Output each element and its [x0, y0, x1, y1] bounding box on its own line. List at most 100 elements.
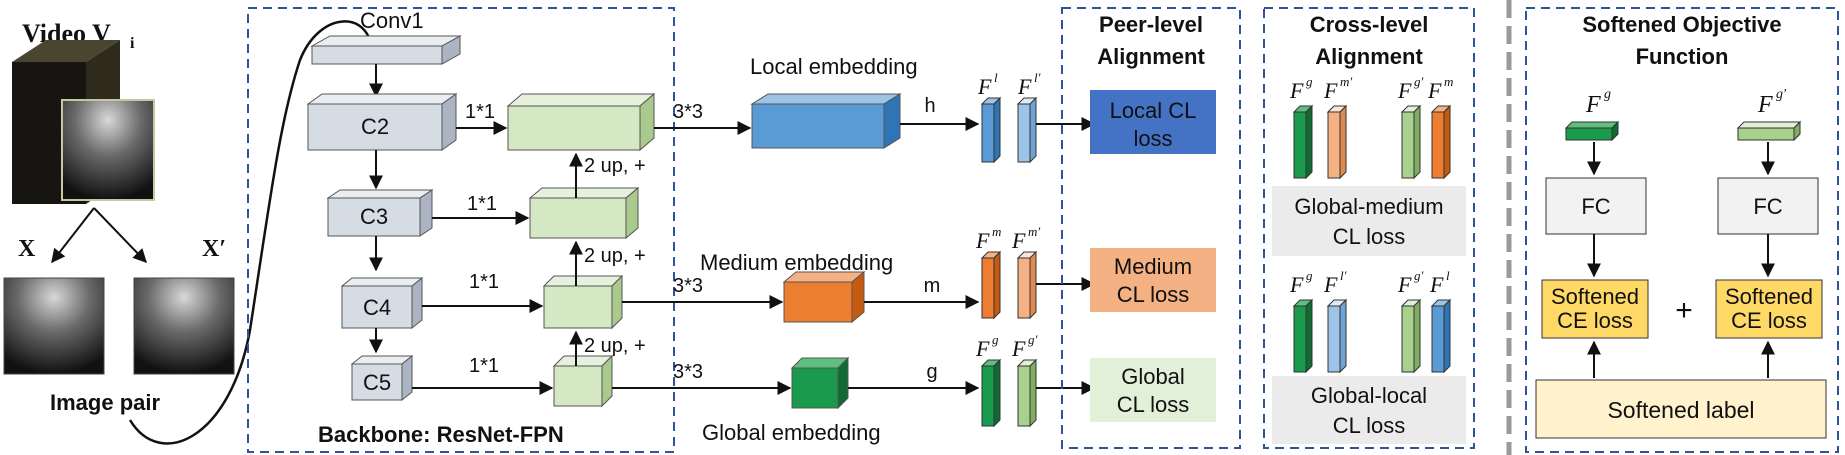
gl-bar-fg-prime: [1400, 298, 1422, 374]
gm-loss-line-1: Global-medium: [1294, 194, 1443, 219]
bar-f-g: [980, 358, 1002, 428]
fc-left-box: [1545, 177, 1647, 235]
sof-fg-prime-symbol: F: [1757, 92, 1773, 118]
gl-fg-symbol: F: [1289, 272, 1304, 297]
input-to-backbone-arrow: [128, 20, 380, 445]
conv-label-global: 3*3: [673, 361, 703, 383]
lateral-label-c5: 1*1: [469, 355, 499, 377]
gm-fm-prime-sup: m′: [1340, 74, 1352, 89]
feature-bars: F l F l′ F m F m′ F: [975, 70, 1096, 428]
local-loss-line-1: Local CL: [1110, 98, 1197, 123]
gm-fg-symbol: F: [1289, 78, 1304, 103]
f-g-prime-symbol: F: [1011, 336, 1026, 361]
video-subscript: i: [130, 35, 135, 52]
fc-left-label: FC: [1581, 194, 1610, 219]
ce-loss-right-box: [1715, 279, 1823, 339]
gm-fm-symbol: F: [1427, 78, 1442, 103]
c2-block: C2: [306, 93, 458, 151]
fpn-p5-block: [552, 354, 614, 408]
gl-loss-line-1: Global-local: [1311, 383, 1427, 408]
fpn-p4-block: [542, 274, 624, 330]
fc-right-box: [1717, 177, 1819, 235]
ce-left-line-2: CE loss: [1557, 308, 1633, 333]
softened-label-text: Softened label: [1607, 397, 1754, 423]
f-g-symbol: F: [975, 336, 990, 361]
c3-label: C3: [360, 204, 388, 229]
conv1-label: Conv1: [360, 8, 424, 33]
gl-bar-fl: [1430, 298, 1452, 374]
c3-block: C3: [326, 189, 434, 237]
upsample-label-p4: 2 up, +: [584, 335, 646, 357]
ce-left-line-1: Softened: [1551, 284, 1639, 309]
arrow-to-x: [51, 207, 95, 264]
c4-label: C4: [363, 295, 391, 320]
softened-title-1: Softened Objective: [1582, 12, 1781, 37]
bar-f-m: [980, 250, 1002, 320]
peer-level-dashed-box: [1061, 7, 1241, 449]
global-medium-loss-box: [1272, 186, 1466, 256]
gm-bar-fg-prime: [1400, 104, 1422, 180]
gl-fl-prime-symbol: F: [1323, 272, 1338, 297]
gl-bar-fl-prime: [1326, 298, 1348, 374]
gl-fg-prime-sup: g′: [1414, 268, 1424, 283]
peer-level-section: Peer-level Alignment Local CL loss Mediu…: [1090, 12, 1216, 422]
ce-right-line-1: Softened: [1725, 284, 1813, 309]
peer-title-2: Alignment: [1097, 44, 1205, 69]
gm-loss-line-2: CL loss: [1333, 224, 1406, 249]
c5-label: C5: [363, 370, 391, 395]
gl-fg-prime-symbol: F: [1397, 272, 1412, 297]
medium-embedding-block: [782, 270, 866, 324]
conv1-block: [310, 35, 462, 65]
medium-embedding-label: Medium embedding: [700, 250, 893, 275]
gm-fg-sup: g: [1306, 74, 1313, 89]
cross-level-section: Cross-level Alignment F g F m′ F g′ F m: [1272, 12, 1466, 444]
sof-bar-fg: [1564, 120, 1620, 142]
embedding-section: 3*3 Local embedding h Medium embedding 3…: [612, 54, 980, 445]
f-m-symbol: F: [975, 228, 990, 253]
gl-loss-line-2: CL loss: [1333, 413, 1406, 438]
fc-right-label: FC: [1753, 194, 1782, 219]
x-label: X: [18, 236, 36, 262]
peer-title-1: Peer-level: [1099, 12, 1203, 37]
local-embedding-label: Local embedding: [750, 54, 918, 79]
sof-fg-prime-sup: g′: [1776, 87, 1787, 102]
fpn-p3-block: [528, 186, 640, 240]
image-pair-label: Image pair: [50, 390, 160, 415]
gm-bar-fm: [1430, 104, 1452, 180]
bar-f-g-prime: [1016, 358, 1038, 428]
bar-f-m-prime: [1016, 250, 1038, 320]
h-label: h: [924, 95, 935, 117]
backbone-caption: Backbone: ResNet-FPN: [318, 422, 564, 447]
global-local-loss-box: [1272, 376, 1466, 444]
gl-fl-symbol: F: [1429, 272, 1444, 297]
backbone-section: Conv1 C2 C3 C4: [306, 8, 656, 447]
global-embedding-label: Global embedding: [702, 420, 881, 445]
fpn-p2-block: [506, 92, 656, 152]
bar-f-l: [980, 96, 1002, 164]
x-prime-label: X′: [202, 236, 226, 262]
local-cl-loss-box: [1090, 90, 1216, 154]
gm-bar-fg: [1292, 104, 1314, 180]
conv-label-local: 3*3: [673, 101, 703, 123]
gm-fm-sup: m: [1444, 74, 1453, 89]
cross-title-1: Cross-level: [1310, 12, 1429, 37]
image-x-prime: [133, 277, 235, 375]
plus-sign: +: [1675, 294, 1693, 327]
softened-section: Softened Objective Function F g F g′ FC …: [1535, 12, 1827, 439]
c4-block: C4: [340, 276, 424, 330]
conv-label-medium: 3*3: [673, 275, 703, 297]
f-m-prime-symbol: F: [1011, 228, 1026, 253]
softened-title-2: Function: [1636, 44, 1729, 69]
local-embedding-block: [750, 93, 902, 149]
softened-label-box: [1535, 379, 1827, 439]
f-l-symbol: F: [977, 74, 992, 99]
g-label: g: [926, 361, 937, 383]
f-g-superscript: g: [992, 332, 999, 347]
lateral-label-c2: 1*1: [465, 101, 495, 123]
f-l-prime-symbol: F: [1017, 74, 1032, 99]
ce-right-line-2: CE loss: [1731, 308, 1807, 333]
gm-bar-fm-prime: [1326, 104, 1348, 180]
gm-fg-prime-sup: g′: [1414, 74, 1424, 89]
f-l-superscript: l: [994, 70, 998, 85]
